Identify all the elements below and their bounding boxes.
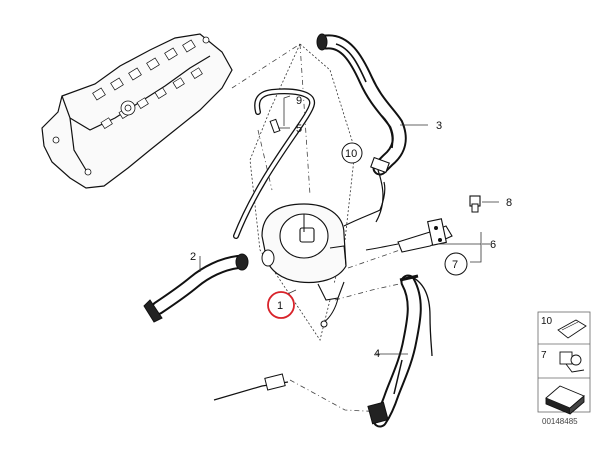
legend-item-7-label: 7 bbox=[541, 350, 547, 361]
sensor-tube bbox=[343, 181, 386, 227]
drawing-number: 00148485 bbox=[542, 417, 578, 426]
callout-4: 4 bbox=[374, 348, 380, 360]
assembly-line-cover bbox=[231, 43, 301, 89]
callout-2: 2 bbox=[190, 251, 196, 263]
bolt-part-8 bbox=[469, 195, 481, 213]
vent-hose-part-3 bbox=[316, 33, 407, 223]
callout-leaders bbox=[199, 95, 499, 355]
assembly-line-bottom bbox=[334, 281, 409, 301]
legend-item-10-label: 10 bbox=[541, 316, 553, 327]
callout-9: 9 bbox=[296, 95, 302, 107]
callout-1: 1 bbox=[277, 300, 283, 312]
legend-item-10-icon bbox=[557, 319, 587, 339]
callout-1-highlight-ring bbox=[267, 291, 295, 319]
cylinder-head-cover-illustration bbox=[41, 33, 233, 189]
hose-part-2 bbox=[143, 253, 249, 323]
callout-7: 7 bbox=[452, 259, 458, 271]
guide-tube bbox=[213, 373, 289, 401]
hose-part-4 bbox=[367, 274, 433, 428]
callout-6: 6 bbox=[490, 239, 496, 251]
assembly-line-lower bbox=[289, 379, 386, 413]
callout-8: 8 bbox=[506, 197, 512, 209]
breather-hose-part-9 bbox=[233, 88, 315, 239]
fitting-part-6 bbox=[365, 218, 453, 253]
group-outline bbox=[249, 43, 356, 341]
legend-item-7-icon bbox=[559, 351, 585, 373]
callout-7-circle bbox=[444, 252, 468, 276]
parts-legend: 10 7 bbox=[537, 311, 591, 415]
assembly-line-vent bbox=[257, 129, 273, 191]
callout-5: 5 bbox=[296, 123, 302, 135]
legend-reference-icon bbox=[545, 385, 585, 415]
callout-10: 10 bbox=[345, 148, 357, 160]
clip-part-5 bbox=[269, 118, 281, 134]
oil-separator-part-1 bbox=[261, 203, 347, 328]
callout-3: 3 bbox=[436, 120, 442, 132]
callout-10-circle bbox=[341, 142, 363, 164]
